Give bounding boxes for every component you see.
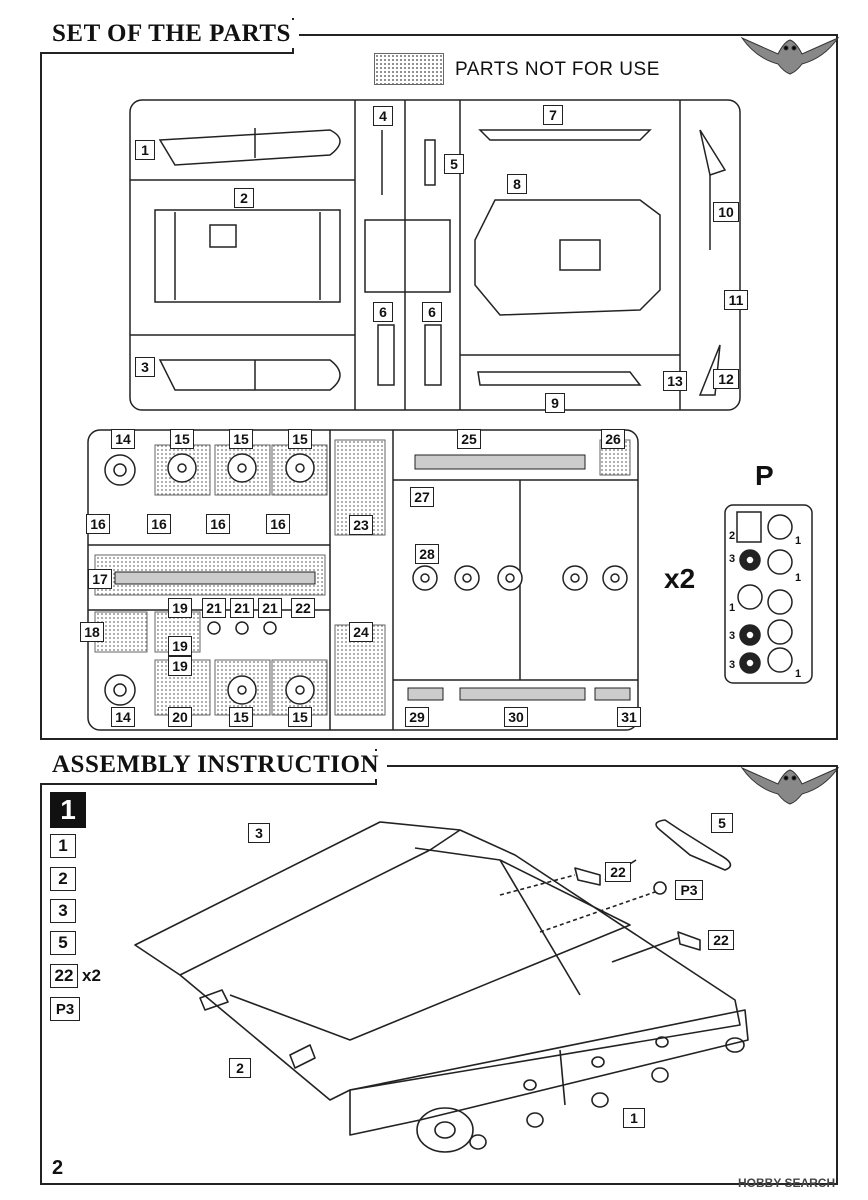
pe-number: 1 xyxy=(795,535,802,547)
part-number: 1 xyxy=(135,140,155,160)
part-number: 10 xyxy=(713,202,739,222)
part-number: 28 xyxy=(415,544,439,564)
part-number: 2 xyxy=(234,188,254,208)
part-number: 16 xyxy=(147,514,171,534)
step-part-number: 2 xyxy=(50,867,76,891)
sprue-multiplier: x2 xyxy=(664,563,696,594)
step-part-number: 1 xyxy=(50,834,76,858)
part-number: 23 xyxy=(349,515,373,535)
pe-number: 1 xyxy=(795,668,802,680)
part-number: 14 xyxy=(111,429,135,449)
part-number: 12 xyxy=(713,369,739,389)
part-number: 7 xyxy=(543,105,563,125)
pe-number: 1 xyxy=(729,602,736,614)
part-number: 26 xyxy=(601,429,625,449)
part-number: 16 xyxy=(206,514,230,534)
part-number: 31 xyxy=(617,707,641,727)
pe-number: 3 xyxy=(729,553,736,565)
part-number: 15 xyxy=(229,429,253,449)
assembly-section xyxy=(40,765,838,1185)
part-number: 17 xyxy=(88,569,112,589)
pe-number: 2 xyxy=(729,530,736,542)
step-part-number: 5 xyxy=(50,931,76,955)
part-number: 3 xyxy=(135,357,155,377)
part-number: 5 xyxy=(444,154,464,174)
watermark-text: HOBBY SEARCH xyxy=(738,1176,836,1190)
part-number: 29 xyxy=(405,707,429,727)
part-number: 11 xyxy=(724,290,748,310)
part-number: 20 xyxy=(168,707,192,727)
page-number: 2 xyxy=(52,1157,64,1179)
part-number: 13 xyxy=(663,371,687,391)
step-part-number: P3 xyxy=(50,997,80,1021)
part-number: 21 xyxy=(202,598,226,618)
part-number: 22 xyxy=(291,598,315,618)
part-number: 16 xyxy=(86,514,110,534)
callout-number: 3 xyxy=(248,823,270,843)
callout-number: 5 xyxy=(711,813,733,833)
not-for-use-label: PARTS NOT FOR USE xyxy=(455,59,660,80)
part-number: 16 xyxy=(266,514,290,534)
step-part-number: 3 xyxy=(50,899,76,923)
part-number: 19 xyxy=(168,636,192,656)
part-number: 8 xyxy=(507,174,527,194)
part-number: 4 xyxy=(373,106,393,126)
pe-number: 3 xyxy=(729,630,736,642)
callout-number: 1 xyxy=(623,1108,645,1128)
callout-number: 22 xyxy=(708,930,734,950)
step-part-multiplier: x2 xyxy=(82,966,101,985)
pe-sheet-label: P xyxy=(755,460,774,491)
step-part-number: 22 xyxy=(50,964,78,988)
parts-section-title: SET OF THE PARTS xyxy=(44,20,299,48)
part-number: 21 xyxy=(258,598,282,618)
part-number: 21 xyxy=(230,598,254,618)
parts-section xyxy=(40,34,838,740)
not-for-use-swatch xyxy=(374,53,444,85)
part-number: 19 xyxy=(168,656,192,676)
pe-number: 3 xyxy=(729,659,736,671)
part-number: 19 xyxy=(168,598,192,618)
part-number: 15 xyxy=(288,707,312,727)
part-number: 6 xyxy=(422,302,442,322)
callout-number: P3 xyxy=(675,880,703,900)
part-number: 14 xyxy=(111,707,135,727)
pe-number: 1 xyxy=(795,572,802,584)
part-number: 15 xyxy=(229,707,253,727)
part-number: 15 xyxy=(170,429,194,449)
part-number: 15 xyxy=(288,429,312,449)
callout-number: 22 xyxy=(605,862,631,882)
part-number: 25 xyxy=(457,429,481,449)
part-number: 30 xyxy=(504,707,528,727)
part-number: 27 xyxy=(410,487,434,507)
part-number: 18 xyxy=(80,622,104,642)
step-number-badge: 1 xyxy=(50,792,86,828)
callout-number: 2 xyxy=(229,1058,251,1078)
part-number: 9 xyxy=(545,393,565,413)
part-number: 6 xyxy=(373,302,393,322)
part-number: 24 xyxy=(349,622,373,642)
assembly-section-title: ASSEMBLY INSTRUCTION xyxy=(44,751,387,779)
